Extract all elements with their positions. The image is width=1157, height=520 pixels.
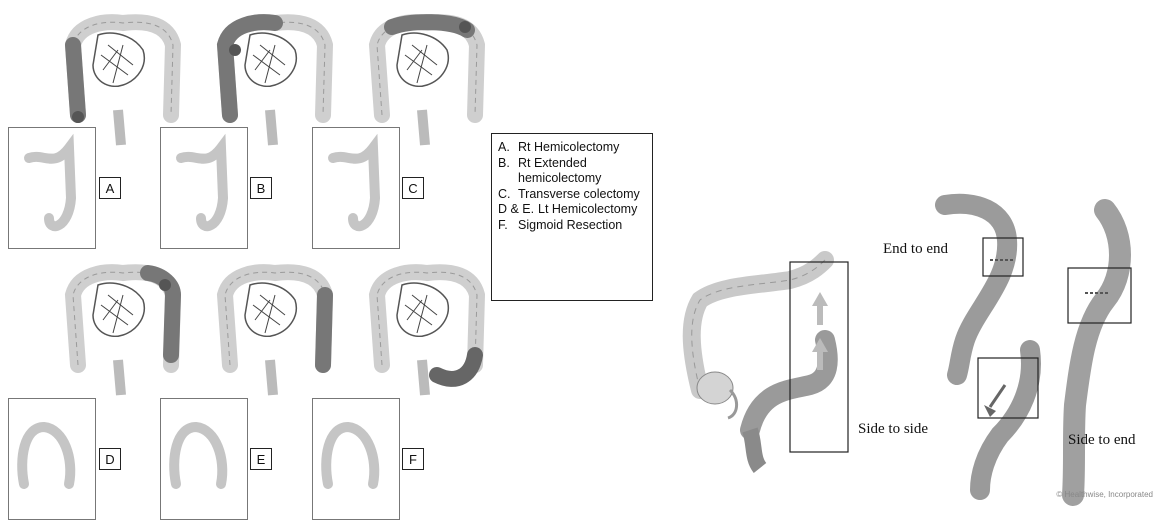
remaining-colon-drawing: [313, 399, 399, 519]
legend-item-de: D & E.Lt Hemicolectomy: [498, 202, 648, 218]
remaining-colon-drawing: [161, 128, 247, 248]
end-to-end-label: End to end: [883, 241, 948, 258]
legend-item-f: F.Sigmoid Resection: [498, 218, 648, 234]
remaining-colon-inset: [160, 127, 248, 249]
colectomy-panel-c: C: [312, 0, 462, 250]
colectomy-panel-a: A: [8, 0, 158, 250]
colon-overview-illustration: [680, 240, 860, 470]
side-to-side-label: Side to side: [858, 421, 928, 438]
remaining-colon-drawing: [9, 128, 95, 248]
remaining-colon-inset: [8, 127, 96, 249]
remaining-colon-inset: [160, 398, 248, 520]
side-to-end-illustration: [1055, 205, 1145, 505]
remaining-colon-drawing: [9, 399, 95, 519]
panel-letter-a: A: [99, 177, 121, 199]
colon-diagram: [357, 255, 497, 395]
image-credit: © Healthwise, Incorporated: [1056, 490, 1153, 499]
legend-item-a: A.Rt Hemicolectomy: [498, 140, 648, 156]
panel-letter-b: B: [250, 177, 272, 199]
legend-item-b: B.Rt Extended hemicolectomy: [498, 156, 648, 187]
remaining-colon-inset: [312, 398, 400, 520]
procedure-legend: A.Rt Hemicolectomy B.Rt Extended hemicol…: [491, 133, 653, 301]
remaining-colon-inset: [8, 398, 96, 520]
colectomy-panel-d: D: [8, 250, 158, 500]
remaining-colon-inset: [312, 127, 400, 249]
colon-diagram: [357, 5, 497, 145]
remaining-colon-drawing: [313, 128, 399, 248]
panel-letter-d: D: [99, 448, 121, 470]
colectomy-panel-b: B: [160, 0, 310, 250]
remaining-colon-drawing: [161, 399, 247, 519]
side-to-side-illustration: [960, 345, 1050, 495]
panel-letter-e: E: [250, 448, 272, 470]
colectomy-panel-f: F: [312, 250, 462, 500]
side-to-end-label: Side to end: [1068, 432, 1136, 449]
panel-letter-c: C: [402, 177, 424, 199]
legend-item-c: C.Transverse colectomy: [498, 187, 648, 203]
colectomy-panel-e: E: [160, 250, 310, 500]
panel-letter-f: F: [402, 448, 424, 470]
